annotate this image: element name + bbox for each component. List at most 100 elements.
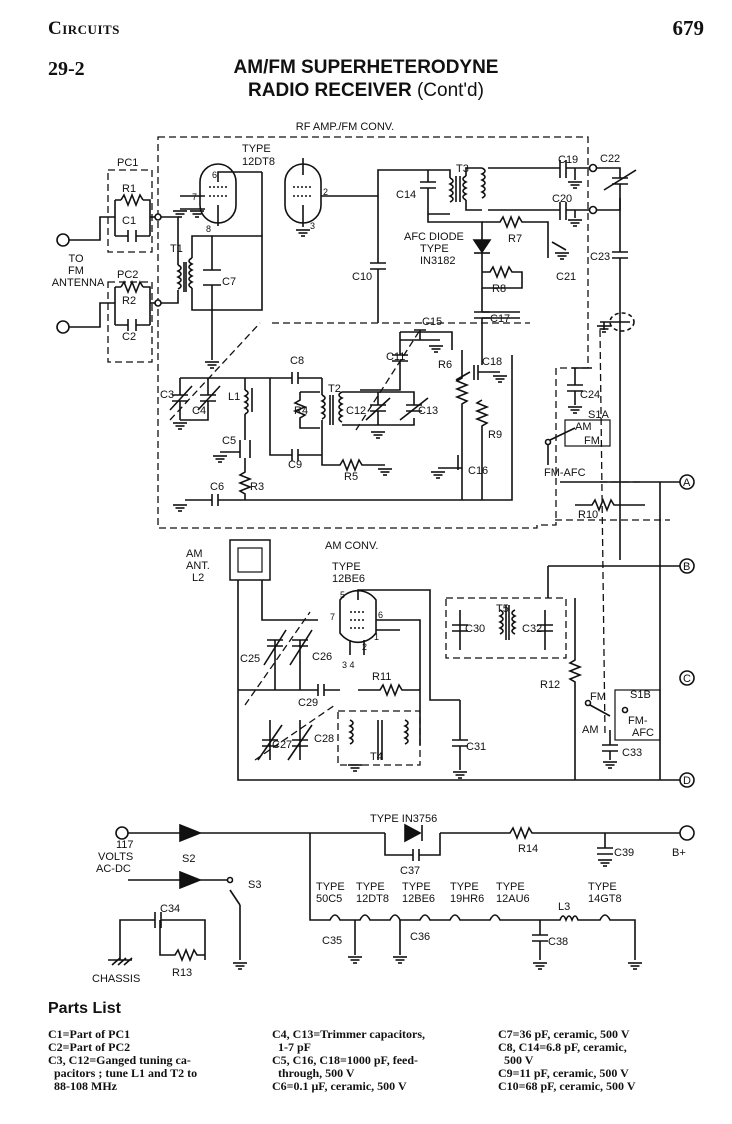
parts-line: pacitors ; tune L1 and T2 to	[48, 1066, 198, 1080]
pin-7a: 7	[192, 192, 197, 202]
tube-12dt8-b	[284, 158, 428, 237]
label-afc-2: TYPE	[420, 243, 449, 255]
label-c11: C11	[386, 351, 405, 363]
label-pc2: PC2	[117, 269, 138, 281]
heater-tube-2: 12DT8	[356, 893, 389, 905]
heater-tube-5: 12AU6	[496, 893, 530, 905]
figure-title: AM/FM SUPERHETERODYNE RADIO RECEIVER (Co…	[0, 56, 732, 102]
label-chassis: CHASSIS	[92, 973, 140, 985]
c15-r6-c16	[360, 329, 471, 500]
label-c18: C18	[482, 356, 502, 368]
label-ac-dc: AC-DC	[96, 863, 131, 875]
title-line-2: RADIO RECEIVER (Cont'd)	[0, 79, 732, 102]
port-a: A	[683, 477, 691, 489]
t1-transformer	[161, 208, 263, 369]
label-fm-switch: FM	[584, 435, 600, 447]
pin-1: 1	[374, 632, 379, 642]
t2-transformer	[269, 372, 429, 476]
pin-3-4: 3 4	[342, 660, 355, 670]
label-s3: S3	[248, 879, 261, 891]
label-t4: T4	[370, 751, 383, 763]
label-r11: R11	[372, 671, 391, 683]
label-afc-3: IN3182	[420, 255, 455, 267]
label-c24: C24	[580, 389, 600, 401]
pin-3a: 3	[310, 221, 315, 231]
label-am-s1b: AM	[582, 724, 599, 736]
shield-boxes	[107, 136, 670, 766]
label-r2: R2	[122, 295, 136, 307]
label-c32: C32	[522, 623, 542, 635]
title-main: RADIO RECEIVER	[248, 80, 412, 101]
label-c27: C27	[272, 739, 292, 751]
parts-line: C8, C14=6.8 pF, ceramic,	[498, 1040, 627, 1054]
label-c7: C7	[222, 276, 236, 288]
label-c34: C34	[160, 903, 180, 915]
am-converter	[229, 539, 680, 781]
parts-line: through, 500 V	[272, 1066, 355, 1080]
label-volts: VOLTS	[98, 851, 133, 863]
label-c36: C36	[410, 931, 430, 943]
parts-list-col-2: C4, C13=Trimmer capacitors, 1-7 pF C5, C…	[272, 1028, 425, 1093]
label-c4: C4	[192, 405, 206, 417]
schematic-diagram: RF AMP./FM CONV. TYPE 12DT8 7 6 8 2 3 PC…	[52, 121, 695, 985]
label-c35: C35	[322, 935, 342, 947]
label-tube-12be6: 12BE6	[332, 573, 365, 585]
label-c12: C12	[346, 405, 366, 417]
label-r8: R8	[492, 283, 506, 295]
pin-6b: 6	[378, 610, 383, 620]
parts-line: C7=36 pF, ceramic, 500 V	[498, 1027, 630, 1041]
label-c19: C19	[558, 154, 578, 166]
label-c5: C5	[222, 435, 236, 447]
c19-c20-output	[559, 160, 637, 560]
label-c8: C8	[290, 355, 304, 367]
label-c37: C37	[400, 865, 420, 877]
label-t1: T1	[170, 243, 183, 255]
figure-number: 29-2	[48, 58, 85, 80]
label-c26: C26	[312, 651, 332, 663]
label-c38: C38	[548, 936, 568, 948]
title-line-1: AM/FM SUPERHETERODYNE	[233, 57, 499, 78]
label-c31: C31	[466, 741, 486, 753]
heater-type-1: TYPE	[316, 881, 345, 893]
power-supply	[108, 823, 695, 970]
parts-list-col-3: C7=36 pF, ceramic, 500 V C8, C14=6.8 pF,…	[498, 1028, 636, 1093]
label-antenna: ANTENNA	[52, 277, 105, 289]
label-s1a: S1A	[588, 409, 609, 421]
label-c39: C39	[614, 847, 634, 859]
parts-line: 1-7 pF	[272, 1040, 311, 1054]
label-b-plus: B+	[672, 847, 686, 859]
label-s1b: S1B	[630, 689, 651, 701]
label-r12: R12	[540, 679, 560, 691]
label-r7: R7	[508, 233, 522, 245]
label-l2: L2	[192, 572, 204, 584]
tube-12dt8-a	[180, 163, 263, 236]
label-c33: C33	[622, 747, 642, 759]
label-r9: R9	[488, 429, 502, 441]
parts-line: C6=0.1 μF, ceramic, 500 V	[272, 1079, 407, 1093]
pin-6a: 6	[212, 170, 217, 180]
label-r3: R3	[250, 481, 264, 493]
label-c6: C6	[210, 481, 224, 493]
parts-line: 500 V	[498, 1053, 534, 1067]
parts-line: C1=Part of PC1	[48, 1027, 131, 1041]
parts-line: C4, C13=Trimmer capacitors,	[272, 1027, 426, 1041]
label-fm: FM	[68, 265, 84, 277]
label-c25: C25	[240, 653, 260, 665]
label-afc-1: AFC DIODE	[404, 231, 464, 243]
label-t2: T2	[328, 383, 341, 395]
port-c: C	[683, 673, 691, 685]
label-type-1: TYPE	[242, 143, 271, 155]
label-t5: T5	[496, 603, 509, 615]
label-type-2: TYPE	[332, 561, 361, 573]
label-c23: C23	[590, 251, 610, 263]
heater-type-4: TYPE	[450, 881, 479, 893]
pin-7b: 7	[330, 612, 335, 622]
label-am-section: AM CONV.	[325, 540, 378, 552]
heater-type-6: TYPE	[588, 881, 617, 893]
label-tube-12dt8: 12DT8	[242, 156, 275, 168]
label-s2: S2	[182, 853, 195, 865]
parts-line: C10=68 pF, ceramic, 500 V	[498, 1079, 636, 1093]
heater-tube-4: 19HR6	[450, 893, 484, 905]
label-c2: C2	[122, 331, 136, 343]
label-c15: C15	[422, 316, 442, 328]
